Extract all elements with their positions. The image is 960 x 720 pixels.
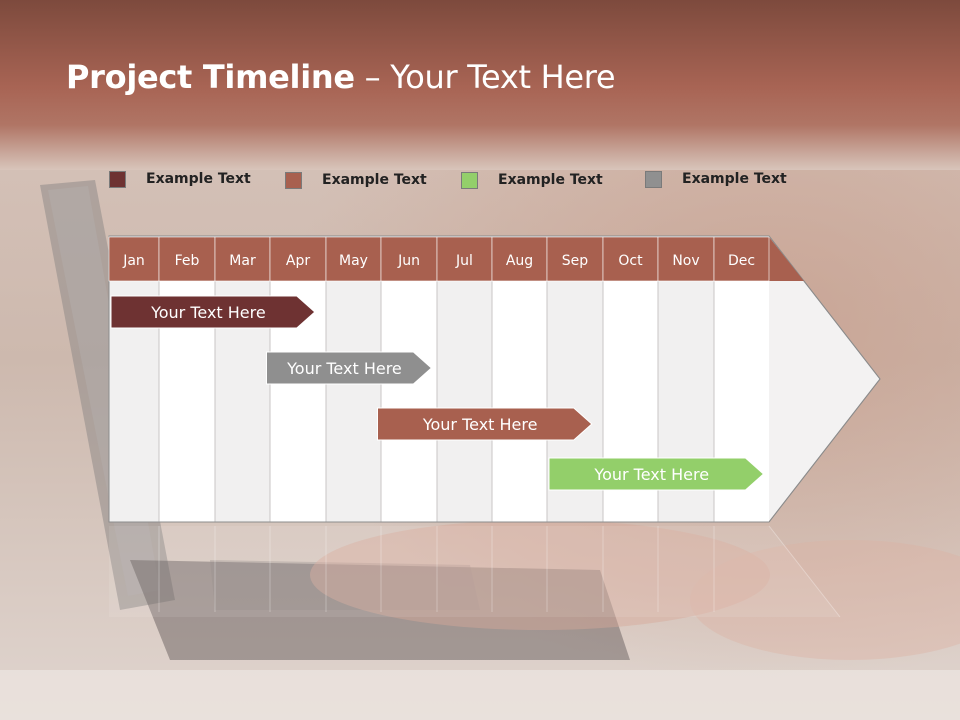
timeline-bar xyxy=(548,457,765,491)
month-header-cell xyxy=(108,236,160,282)
month-label: Apr xyxy=(286,253,310,269)
reflection-fill xyxy=(109,526,840,617)
timeline-bar xyxy=(377,407,593,441)
month-column xyxy=(326,281,381,522)
month-header-cell xyxy=(436,236,493,282)
month-column xyxy=(381,281,437,522)
timeline-arrow-outline xyxy=(108,235,881,523)
legend-swatch-1 xyxy=(109,171,126,188)
month-column xyxy=(437,281,492,522)
title-subtitle: Your Text Here xyxy=(390,58,616,96)
month-label: Jun xyxy=(397,253,420,269)
legend-label-1: Example Text xyxy=(146,171,251,187)
title-bold: Project Timeline xyxy=(66,58,355,96)
legend-label-2: Example Text xyxy=(322,172,427,188)
month-label: May xyxy=(339,253,368,269)
timeline-bar-label: Your Text Here xyxy=(150,303,266,322)
month-header-cell xyxy=(602,236,659,282)
month-label: Oct xyxy=(618,253,643,269)
legend-label-4: Example Text xyxy=(682,171,787,187)
month-header-cell xyxy=(325,236,382,282)
timeline-bar-label: Your Text Here xyxy=(286,359,402,378)
timeline-bar xyxy=(266,351,433,385)
month-header-row: Jan Feb Mar Apr May Jun Jul Aug Sep Oct Nov Dec xyxy=(108,236,804,282)
month-header-cell xyxy=(491,236,548,282)
arrow-header-tip xyxy=(769,237,804,281)
month-header-cell xyxy=(546,236,604,282)
month-label: Mar xyxy=(229,253,256,269)
timeline-bar xyxy=(110,295,316,329)
month-header-cell xyxy=(380,236,438,282)
month-label: Sep xyxy=(562,253,589,269)
month-header-cell xyxy=(657,236,715,282)
month-label: Dec xyxy=(728,253,755,269)
legend-swatch-4 xyxy=(645,171,662,188)
timeline-reflection xyxy=(109,525,841,618)
month-label: Aug xyxy=(506,253,533,269)
legend-label-3: Example Text xyxy=(498,172,603,188)
month-header-cell xyxy=(214,236,271,282)
page-title: Project Timeline – Your Text Here xyxy=(66,58,616,96)
month-column xyxy=(492,281,547,522)
timeline-bar-label: Your Text Here xyxy=(593,465,709,484)
month-header-cell xyxy=(713,236,770,282)
timeline-bar-label: Your Text Here xyxy=(422,415,538,434)
month-label: Nov xyxy=(672,253,699,269)
month-label: Jan xyxy=(122,253,145,269)
month-label: Jul xyxy=(455,253,473,269)
month-header-cell xyxy=(269,236,327,282)
month-header-cell xyxy=(158,236,216,282)
month-label: Feb xyxy=(175,253,200,269)
title-dash: – xyxy=(364,58,381,96)
legend-swatch-3 xyxy=(461,172,478,189)
timeline-grid xyxy=(108,235,881,523)
reflection-edge xyxy=(768,525,841,618)
legend-swatch-2 xyxy=(285,172,302,189)
